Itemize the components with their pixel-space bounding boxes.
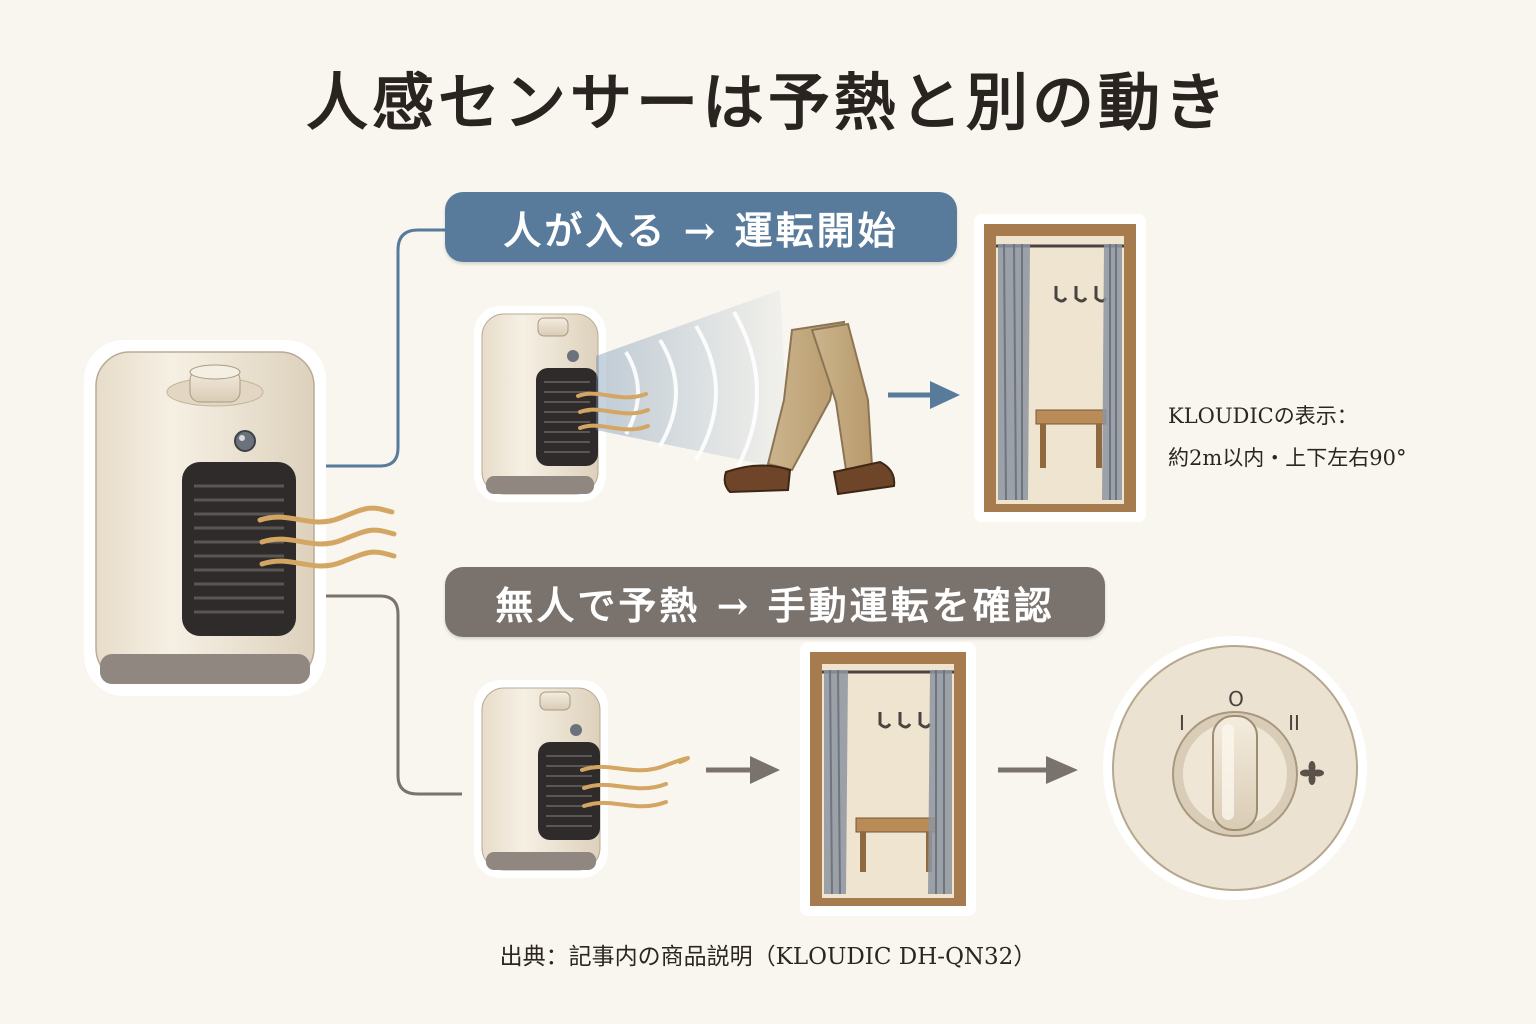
bottom-fitting-room-icon	[800, 642, 976, 916]
top-heater-icon	[474, 306, 606, 502]
bottom-flow-label: 無人で予熱 → 手動運転を確認	[445, 567, 1105, 637]
arrow-right-icon	[888, 381, 960, 409]
sensor-note-line2: 約2m以内・上下左右90°	[1168, 446, 1407, 470]
dial-mark-off: O	[1228, 687, 1244, 711]
fan-icon	[1300, 761, 1324, 785]
main-heater-icon	[84, 340, 397, 696]
dial-mark-2: II	[1288, 711, 1300, 735]
bottom-heater-icon	[474, 680, 608, 878]
arrow-right-icon	[706, 756, 780, 784]
page-title: 人感センサーは予熱と別の動き	[305, 66, 1230, 139]
walking-legs-icon	[723, 320, 896, 496]
source-caption: 出典：記事内の商品説明（KLOUDIC DH-QN32）	[499, 944, 1037, 970]
main-heater-grille	[194, 484, 284, 614]
top-fitting-room-icon	[974, 214, 1146, 522]
connector-top	[318, 228, 448, 468]
sensor-wave-icon	[596, 290, 790, 475]
sensor-note-line1: KLOUDICの表示：	[1168, 404, 1358, 428]
top-flow-label: 人が入る → 運転開始	[445, 192, 957, 262]
sensor-note: KLOUDICの表示： 約2m以内・上下左右90°	[1168, 395, 1407, 479]
connector-bottom	[318, 594, 462, 796]
dial-icon	[1103, 636, 1367, 900]
bottom-warm-air-icon	[580, 756, 690, 809]
warm-air-icon	[257, 505, 397, 569]
top-warm-air-icon	[576, 391, 650, 432]
dial-mark-1: I	[1179, 711, 1185, 735]
arrow-right-icon	[998, 756, 1078, 784]
